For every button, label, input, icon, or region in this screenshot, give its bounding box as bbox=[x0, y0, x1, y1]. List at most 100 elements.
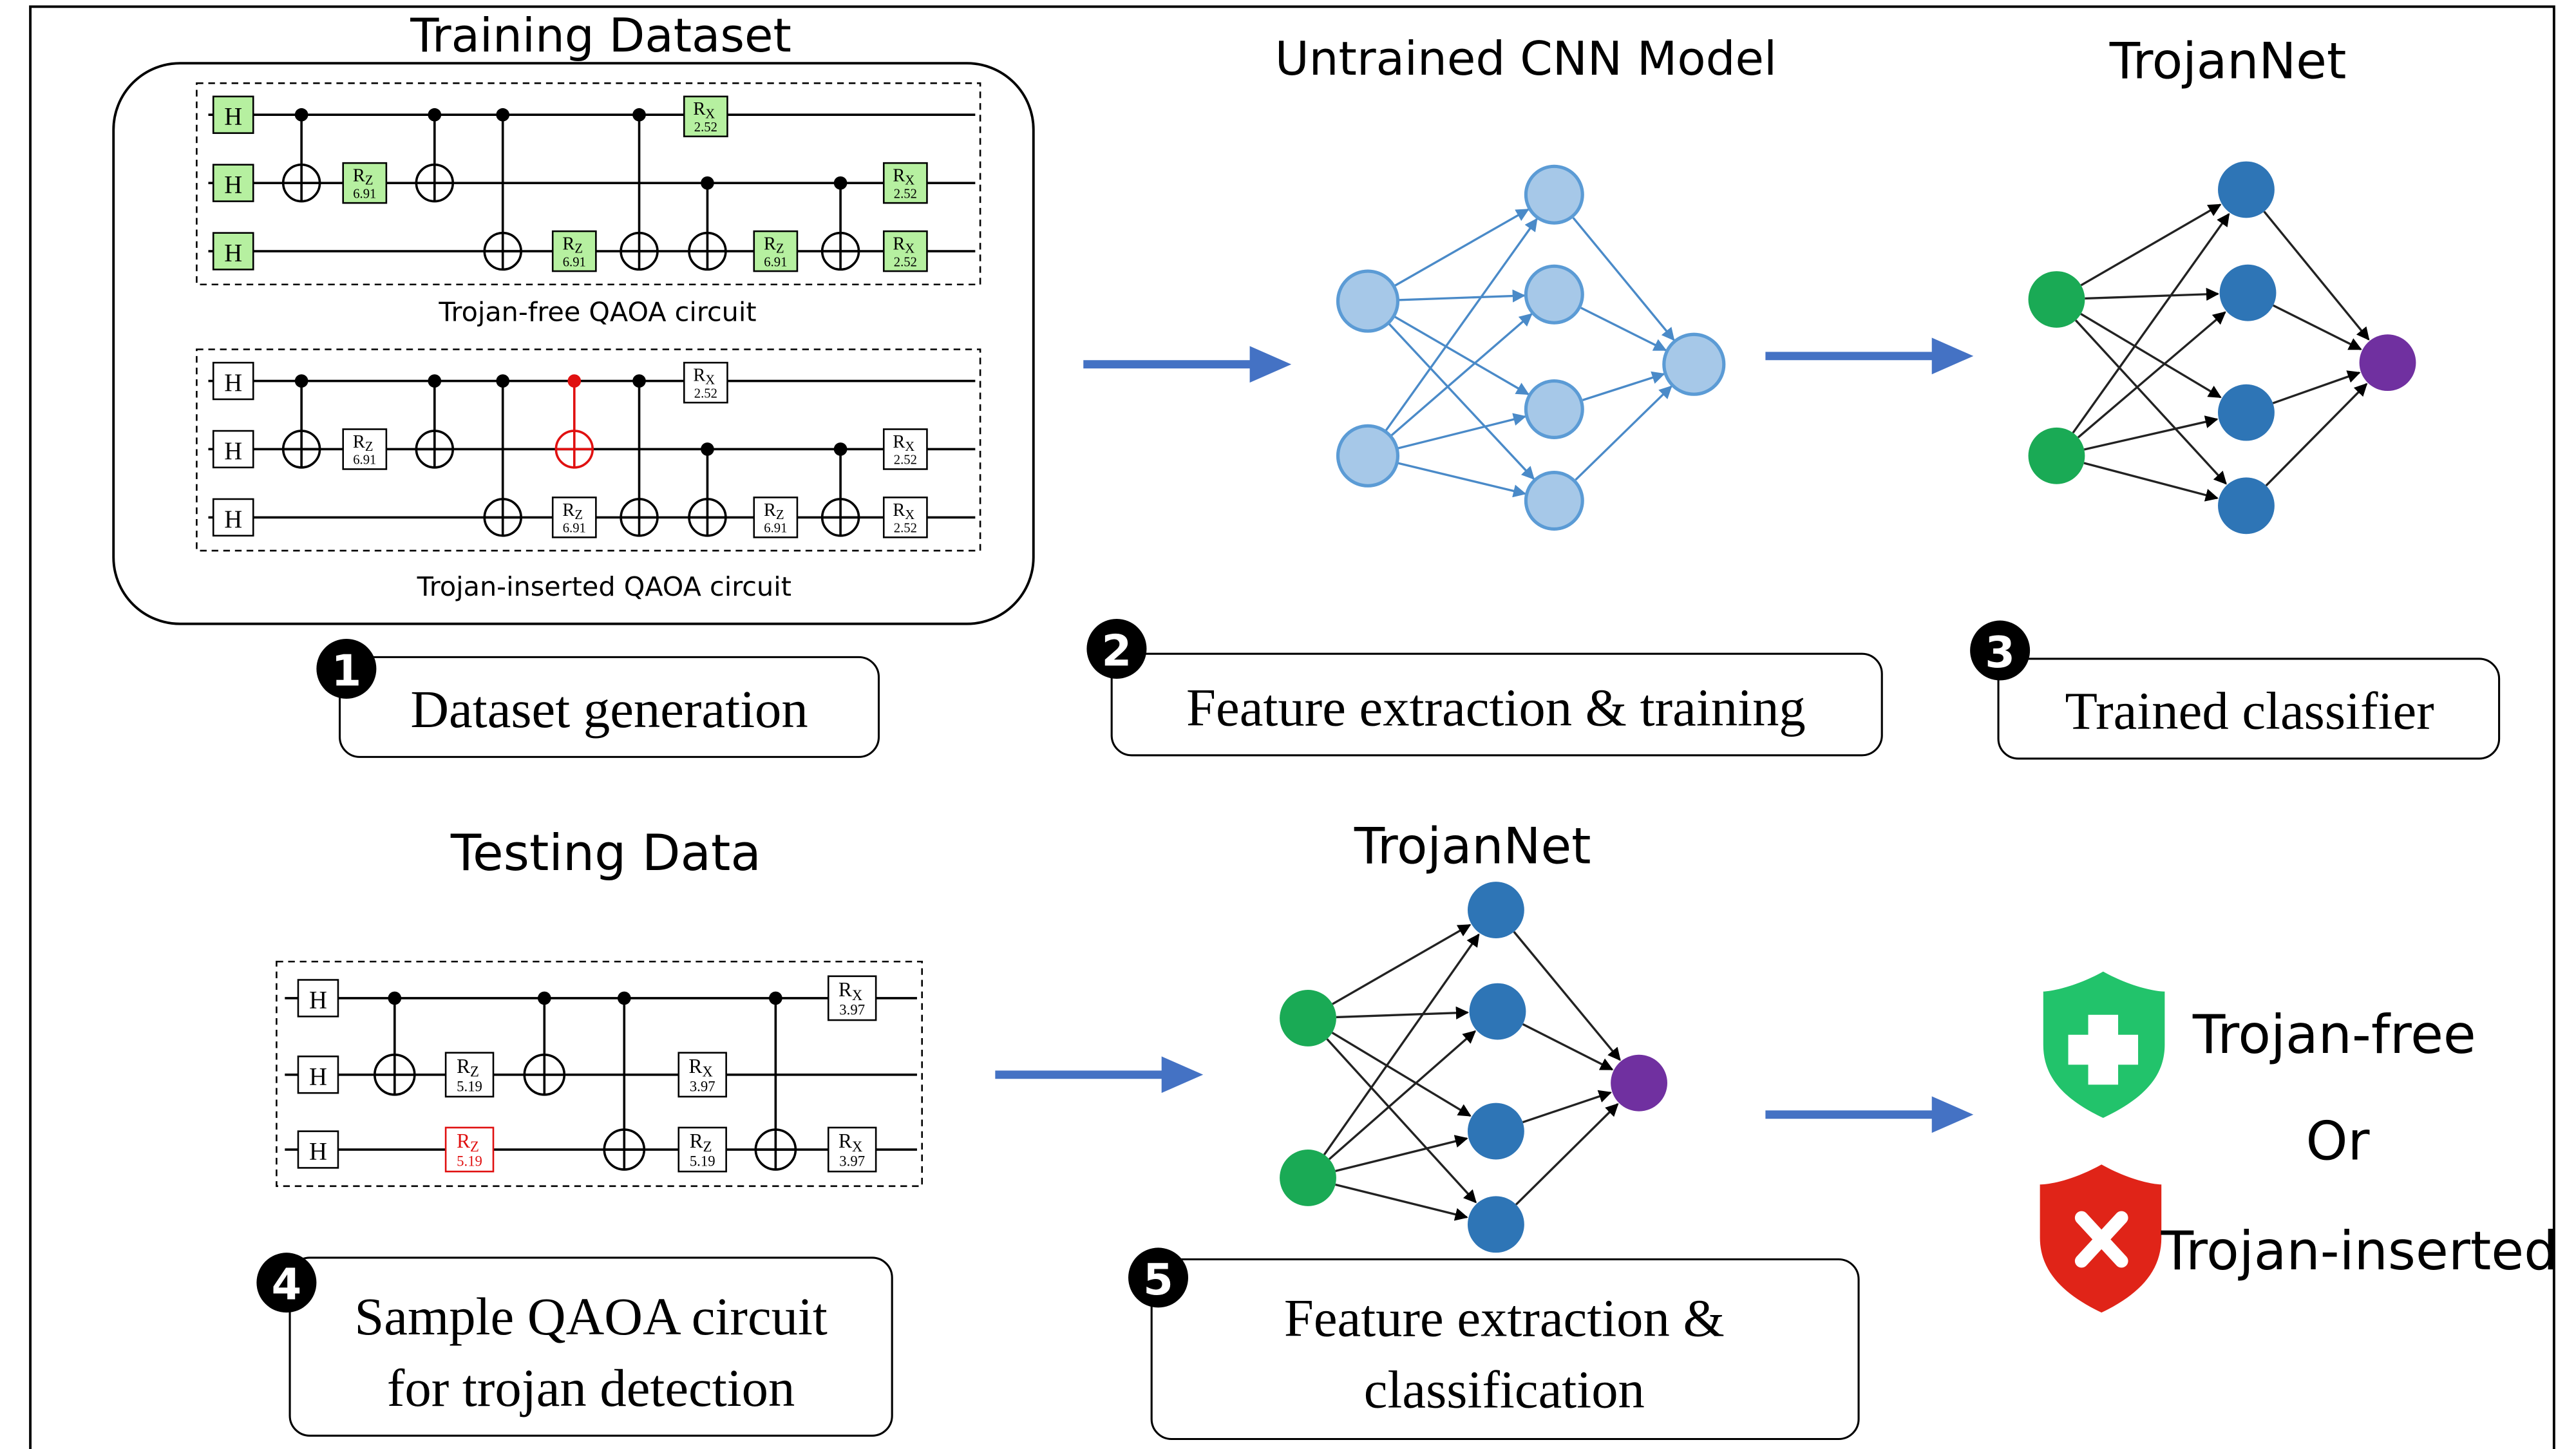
rotation-angle: 5.19 bbox=[690, 1153, 715, 1170]
network-edge bbox=[1384, 218, 1538, 432]
rx-gate bbox=[882, 497, 928, 538]
cnot-control bbox=[428, 108, 442, 122]
hidden-node bbox=[1524, 379, 1584, 439]
input-node bbox=[1280, 990, 1336, 1046]
h-gate-label: H bbox=[224, 369, 242, 397]
rotation-angle: 6.91 bbox=[563, 255, 586, 269]
step-3-label: Trained classifier bbox=[2065, 681, 2434, 740]
rx-gate bbox=[677, 1052, 727, 1098]
rotation-angle: 6.91 bbox=[563, 522, 586, 536]
training-dataset-frame bbox=[112, 62, 1035, 625]
trojan-inserted-caption: Trojan-inserted QAOA circuit bbox=[417, 571, 791, 602]
hidden-node bbox=[1467, 1103, 1524, 1160]
step-1-number: 1 bbox=[332, 645, 362, 696]
network-edge bbox=[1572, 217, 1675, 341]
network-edge bbox=[1336, 1006, 1470, 1019]
rotation-gate-label: RZ bbox=[457, 1055, 479, 1080]
shield-x-icon bbox=[2040, 1164, 2162, 1313]
network-edge bbox=[1332, 923, 1472, 1005]
h-gate-label: H bbox=[224, 437, 242, 465]
h-gate bbox=[212, 361, 254, 401]
input-node bbox=[2028, 427, 2085, 484]
network-edge bbox=[1515, 1103, 1619, 1206]
untrained-model-title: Untrained CNN Model bbox=[1275, 32, 1777, 86]
trojannet-inference-network bbox=[1280, 882, 1667, 1253]
flow-arrow-1 bbox=[1083, 346, 1292, 383]
network-edge bbox=[1522, 1090, 1612, 1124]
rotation-angle: 2.52 bbox=[694, 386, 717, 401]
step-1-badge bbox=[316, 638, 377, 699]
flow-arrow-3 bbox=[995, 1056, 1204, 1094]
output-node bbox=[2359, 334, 2416, 392]
step-2-box bbox=[1110, 652, 1883, 757]
h-gate bbox=[297, 979, 339, 1018]
rotation-angle: 2.52 bbox=[894, 187, 917, 201]
rotation-angle: 3.97 bbox=[690, 1078, 715, 1094]
network-edge bbox=[1522, 1023, 1614, 1071]
trojan-free-caption: Trojan-free QAOA circuit bbox=[438, 297, 756, 328]
rotation-angle: 2.52 bbox=[894, 522, 917, 536]
h-gate-label: H bbox=[309, 1138, 327, 1166]
output-node bbox=[1662, 332, 1726, 396]
output-node bbox=[1611, 1054, 1667, 1112]
network-edge bbox=[1323, 933, 1480, 1155]
step-5-number: 5 bbox=[1143, 1255, 1173, 1305]
rz-gate bbox=[444, 1052, 495, 1098]
hidden-node bbox=[1469, 983, 1526, 1040]
cnot-control bbox=[294, 374, 308, 388]
network-edge bbox=[1396, 413, 1527, 450]
h-gate bbox=[297, 1056, 339, 1094]
network-edge bbox=[1393, 315, 1530, 395]
network-edge bbox=[1582, 371, 1665, 401]
rz-gate bbox=[753, 497, 799, 538]
step-5-badge bbox=[1128, 1247, 1189, 1308]
cnot-control bbox=[701, 442, 714, 456]
network-edge bbox=[1580, 307, 1667, 352]
h-gate bbox=[212, 232, 254, 270]
trojannet-bottom-title: TrojanNet bbox=[1354, 818, 1591, 876]
rotation-gate-label: RX bbox=[893, 166, 914, 188]
result-trojan-inserted: Trojan-inserted bbox=[2161, 1220, 2558, 1282]
cnot-control bbox=[632, 108, 646, 122]
shield-plus-icon bbox=[2043, 971, 2165, 1118]
network-edge bbox=[1387, 322, 1535, 480]
network-edge bbox=[1328, 1030, 1477, 1160]
h-gate-label: H bbox=[309, 1063, 327, 1090]
h-gate bbox=[297, 1130, 339, 1169]
h-gate-label: H bbox=[309, 986, 327, 1014]
hidden-node bbox=[1467, 1196, 1524, 1253]
step-3-badge bbox=[1970, 620, 2031, 681]
hidden-node bbox=[2218, 477, 2275, 535]
step-5-box bbox=[1150, 1258, 1860, 1441]
h-gate-label: H bbox=[224, 103, 242, 131]
rz-gate bbox=[342, 162, 388, 204]
network-edge bbox=[1396, 462, 1527, 498]
hidden-node bbox=[1524, 164, 1584, 225]
network-edge bbox=[2080, 313, 2222, 399]
input-node bbox=[2028, 271, 2085, 328]
hidden-node bbox=[2218, 161, 2275, 218]
rotation-angle: 3.97 bbox=[839, 1002, 865, 1018]
cnot-target bbox=[754, 1128, 797, 1171]
rotation-angle: 6.91 bbox=[353, 453, 376, 468]
rz-gate bbox=[677, 1126, 727, 1173]
network-edge bbox=[2263, 211, 2370, 341]
trojan-free-circuit-frame bbox=[196, 82, 981, 286]
input-node bbox=[1280, 1150, 1336, 1206]
training-dataset-title: Training Dataset bbox=[410, 9, 791, 63]
network-edge bbox=[2273, 304, 2362, 350]
cnot-control bbox=[294, 108, 308, 122]
step-4-label-line2: for trojan detection bbox=[387, 1358, 795, 1417]
hidden-node bbox=[2218, 384, 2275, 441]
rx-gate bbox=[882, 162, 928, 204]
rotation-angle: 5.19 bbox=[457, 1153, 482, 1170]
flow-arrow-4 bbox=[1765, 1096, 1974, 1133]
cnot-control bbox=[833, 442, 848, 456]
h-gate bbox=[212, 95, 254, 134]
rx-gate bbox=[827, 975, 877, 1021]
rx-gate bbox=[683, 95, 728, 138]
cnot-control bbox=[617, 991, 631, 1005]
